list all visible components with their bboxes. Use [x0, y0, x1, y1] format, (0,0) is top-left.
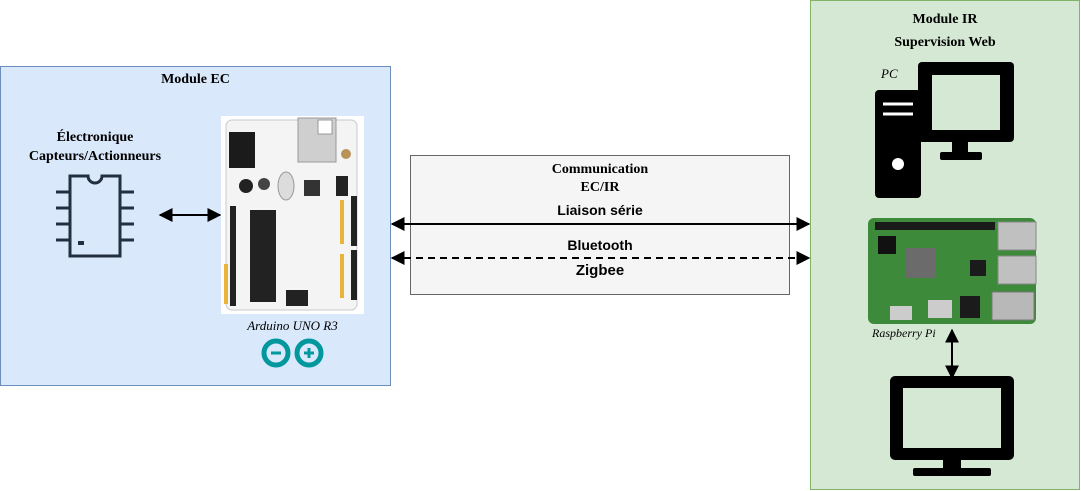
- serial-link-label: Liaison série: [557, 202, 643, 218]
- module-ec-title: Module EC: [161, 72, 230, 87]
- communication-title-line2: EC/IR: [580, 180, 620, 195]
- raspberry-pi-board-image: [868, 218, 1037, 324]
- module-ir-title-line2: Supervision Web: [894, 35, 996, 50]
- bluetooth-label: Bluetooth: [567, 237, 633, 253]
- communication-title-line1: Communication: [551, 162, 649, 177]
- arduino-logo-icon: [261, 338, 324, 368]
- monitor-icon: [890, 376, 1014, 476]
- module-ir-title-line1: Module IR: [912, 12, 978, 27]
- pc-icon: [875, 62, 1014, 198]
- arduino-label: Arduino UNO R3: [247, 318, 338, 333]
- chip-icon: [56, 174, 134, 258]
- pc-label: PC: [881, 66, 898, 81]
- electronics-label-line2: Capteurs/Actionneurs: [28, 149, 162, 164]
- zigbee-label: Zigbee: [575, 262, 625, 279]
- rpi-label: Raspberry Pi: [872, 326, 936, 340]
- arduino-board-image: [221, 116, 364, 314]
- electronics-label-line1: Électronique: [56, 130, 134, 145]
